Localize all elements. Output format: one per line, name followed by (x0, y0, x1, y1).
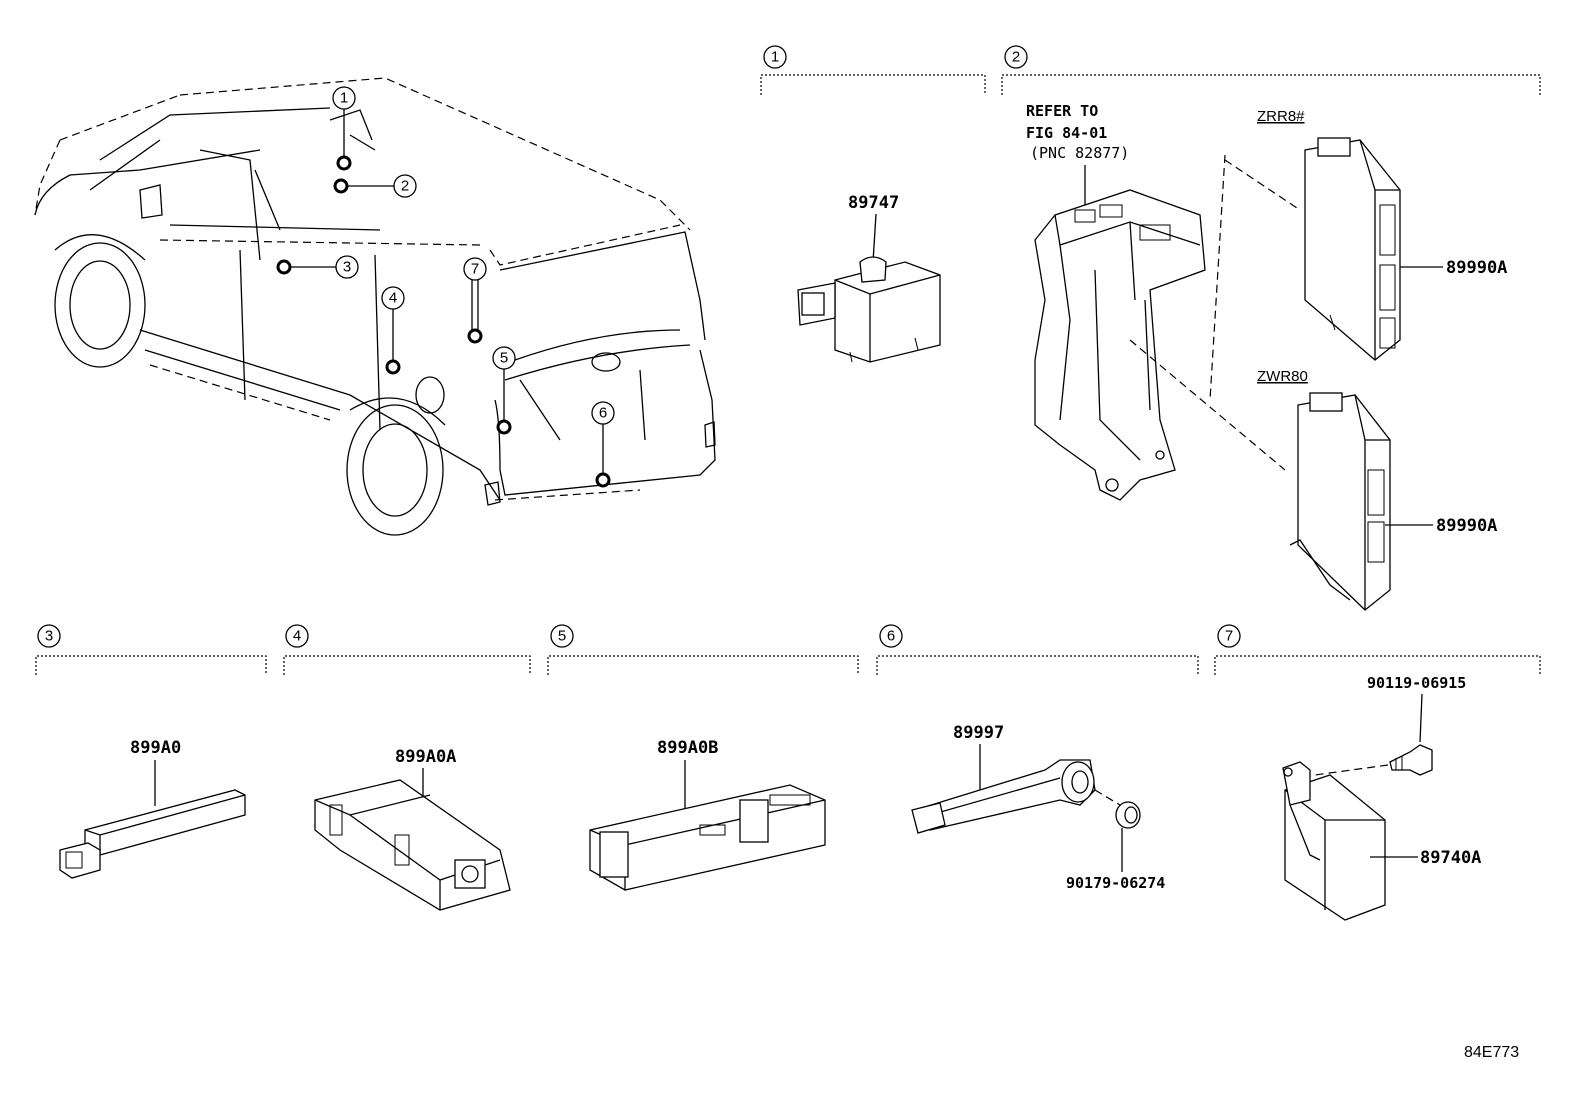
part-label-899A0B[interactable]: 899A0B (657, 738, 718, 758)
part-89990A-zrr8[interactable] (1304, 137, 1401, 361)
section-1: 1 89747 (760, 45, 986, 363)
part-label-899A0A[interactable]: 899A0A (395, 747, 456, 767)
svg-text:2: 2 (1012, 49, 1020, 66)
callout-1[interactable]: 1 (332, 86, 356, 171)
svg-text:6: 6 (887, 628, 895, 645)
part-label-89997[interactable]: 89997 (953, 723, 1004, 743)
part-90119-06915[interactable] (1389, 744, 1433, 776)
refer-note-line2[interactable]: FIG 84-01 (1026, 124, 1107, 142)
callout-3[interactable]: 3 (276, 255, 359, 279)
callout-6[interactable]: 6 (591, 401, 615, 488)
svg-text:4: 4 (389, 290, 397, 307)
part-label-89747[interactable]: 89747 (848, 193, 899, 213)
part-89747[interactable] (797, 256, 941, 363)
vehicle-callouts: 1 2 3 4 7 (276, 86, 615, 488)
part-label-89990A-1[interactable]: 89990A (1446, 258, 1507, 278)
part-89990A-zwr80[interactable] (1289, 392, 1391, 611)
section-3: 3 899A0 (35, 624, 267, 879)
part-899A0A[interactable] (314, 779, 511, 911)
bracket-part (1034, 189, 1206, 501)
part-899A0[interactable] (59, 789, 246, 879)
callout-2[interactable]: 2 (333, 174, 417, 198)
section-6: 6 89997 90179-06274 (876, 624, 1199, 892)
svg-text:1: 1 (771, 49, 779, 66)
svg-text:3: 3 (343, 259, 351, 276)
part-label-89740A[interactable]: 89740A (1420, 848, 1481, 868)
part-label-899A0[interactable]: 899A0 (130, 738, 181, 758)
refer-note-line1: REFER TO (1026, 102, 1098, 120)
refer-note-line3: (PNC 82877) (1030, 144, 1129, 162)
svg-text:5: 5 (500, 350, 508, 367)
svg-text:3: 3 (45, 628, 53, 645)
svg-text:5: 5 (558, 628, 566, 645)
section-2: 2 REFER TO FIG 84-01 (PNC 82877) ZRR8# (1001, 45, 1541, 611)
part-label-90119-06915[interactable]: 90119-06915 (1367, 674, 1466, 692)
part-label-90179-06274[interactable]: 90179-06274 (1066, 874, 1165, 892)
svg-text:7: 7 (1225, 628, 1233, 645)
svg-text:1: 1 (340, 90, 348, 107)
svg-text:4: 4 (293, 628, 301, 645)
part-899A0B[interactable] (589, 784, 826, 891)
callout-4[interactable]: 4 (381, 286, 405, 375)
svg-text:2: 2 (401, 178, 409, 195)
svg-text:6: 6 (599, 405, 607, 422)
callout-5[interactable]: 5 (492, 346, 516, 435)
model-zrr8: ZRR8# (1257, 108, 1305, 125)
vehicle-outline (34, 77, 716, 536)
section-5: 5 899A0B (547, 624, 859, 891)
section-7: 7 90119-06915 89740A (1214, 624, 1541, 921)
svg-text:7: 7 (471, 261, 479, 278)
figure-code: 84E773 (1464, 1044, 1519, 1061)
model-zwr80: ZWR80 (1257, 368, 1308, 385)
section-4: 4 899A0A (283, 624, 531, 911)
part-89997[interactable] (911, 759, 1096, 834)
part-89740A[interactable] (1282, 761, 1386, 921)
part-90179-06274[interactable] (1115, 801, 1141, 829)
part-label-89990A-2[interactable]: 89990A (1436, 516, 1497, 536)
callout-7[interactable]: 7 (463, 257, 487, 344)
